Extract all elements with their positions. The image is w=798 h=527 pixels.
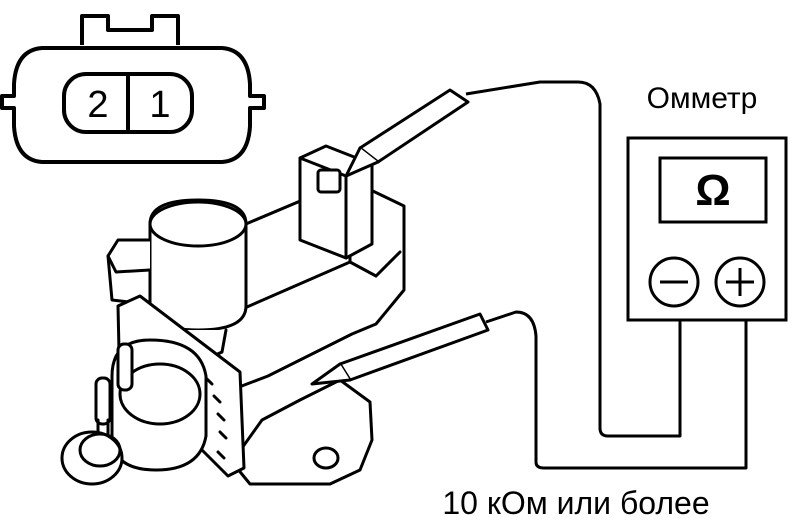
- connector-pin-2: 2: [87, 84, 108, 126]
- connector-lock-tab: [80, 14, 180, 45]
- port-housing-ring: [118, 362, 202, 426]
- bracket-mounting-hole: [312, 446, 340, 470]
- mounting-bracket: [230, 378, 374, 486]
- valve-body-rib: [374, 250, 402, 278]
- lead-upper: [465, 80, 682, 438]
- valve-connector-socket: [316, 168, 342, 194]
- connector-pinout: [0, 14, 266, 164]
- resistance-result: 10 кОм или более: [442, 485, 709, 521]
- valve-cap-top: [148, 200, 248, 248]
- lead-lower: [485, 298, 748, 470]
- probe-upper-tip: [344, 146, 380, 178]
- side-flange-slots: [204, 376, 228, 460]
- probe-lower: [310, 312, 490, 386]
- probe-upper-body: [358, 88, 470, 164]
- port-cap-rim: [78, 432, 122, 468]
- probe-upper: [344, 88, 470, 178]
- ohmmeter-title: Омметр: [647, 82, 758, 115]
- valve-cap-tab: [106, 238, 152, 274]
- test-leads: [465, 80, 748, 470]
- connector-pin-1: 1: [149, 84, 170, 126]
- ohmmeter-display-symbol: Ω: [695, 166, 730, 215]
- vacuum-port-left: [94, 376, 112, 426]
- ohmmeter: [626, 136, 788, 322]
- solenoid-valve: [60, 144, 406, 486]
- probe-lower-tip: [310, 362, 352, 386]
- port-housing: [110, 338, 208, 472]
- vacuum-port-upper: [116, 342, 134, 392]
- port-cap: [60, 430, 124, 486]
- ohmmeter-display: [658, 156, 768, 224]
